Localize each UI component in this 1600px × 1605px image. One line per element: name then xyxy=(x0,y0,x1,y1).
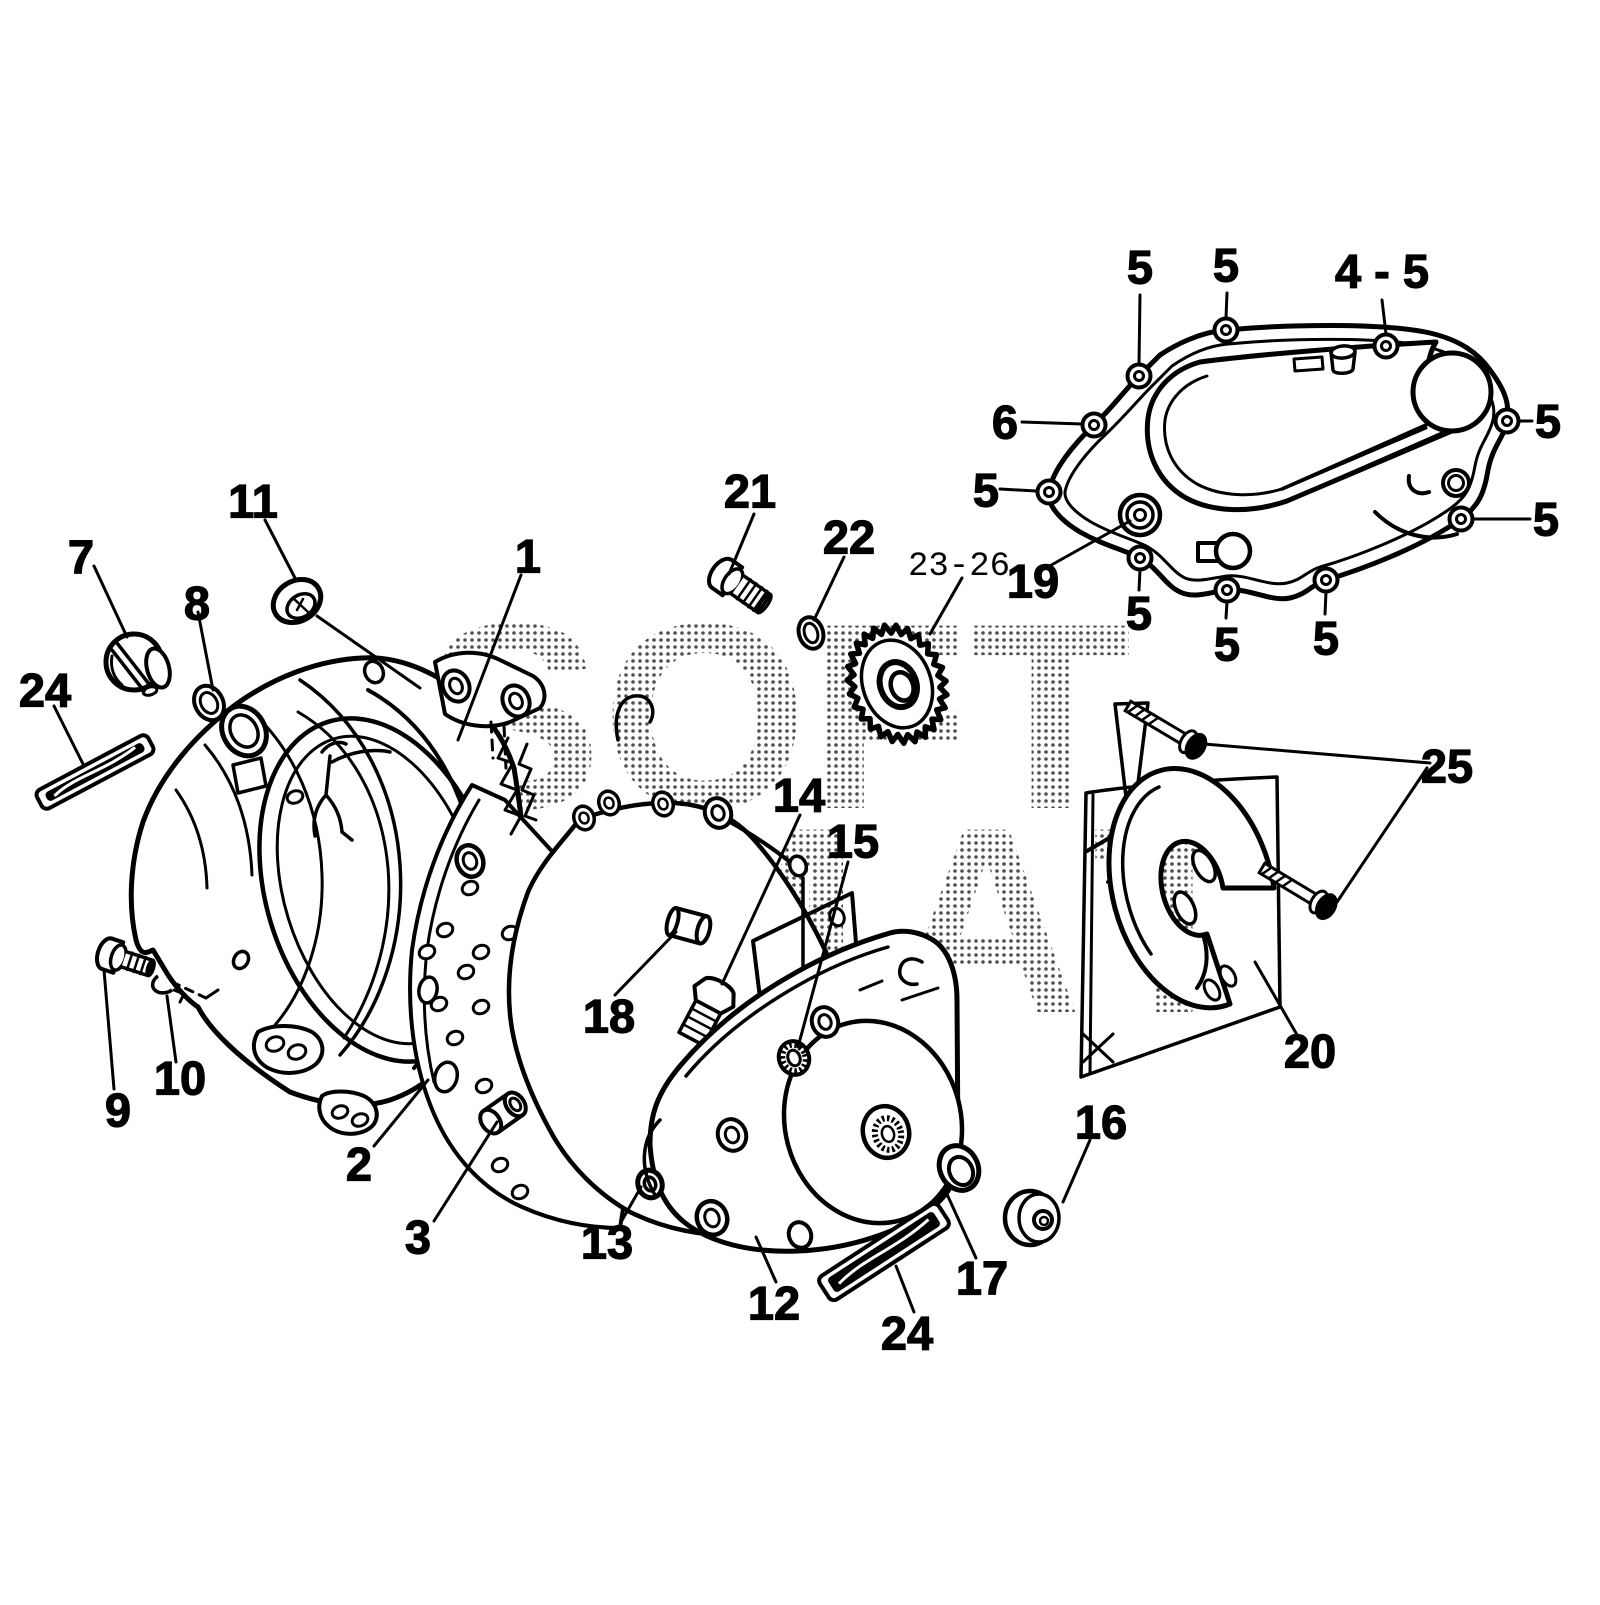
svg-text:16: 16 xyxy=(1075,1096,1127,1149)
svg-text:10: 10 xyxy=(154,1052,206,1105)
svg-text:19: 19 xyxy=(1007,555,1059,608)
svg-text:9: 9 xyxy=(105,1084,131,1137)
svg-text:5: 5 xyxy=(1213,239,1239,292)
svg-text:4 - 5: 4 - 5 xyxy=(1335,245,1429,298)
svg-text:5: 5 xyxy=(1313,612,1339,665)
svg-text:22: 22 xyxy=(823,511,875,564)
svg-text:15: 15 xyxy=(827,815,879,868)
svg-text:13: 13 xyxy=(581,1216,633,1269)
svg-text:21: 21 xyxy=(724,465,776,518)
svg-text:17: 17 xyxy=(956,1252,1008,1305)
svg-text:2: 2 xyxy=(346,1138,372,1191)
svg-text:3: 3 xyxy=(405,1211,431,1264)
svg-text:25: 25 xyxy=(1421,740,1473,793)
svg-text:1: 1 xyxy=(515,530,541,583)
svg-text:5: 5 xyxy=(1127,241,1153,294)
svg-text:5: 5 xyxy=(1535,395,1561,448)
svg-text:18: 18 xyxy=(583,990,635,1043)
svg-text:SOFT: SOFT xyxy=(425,569,1132,865)
svg-text:11: 11 xyxy=(228,475,278,528)
svg-text:12: 12 xyxy=(748,1277,800,1330)
svg-text:24: 24 xyxy=(881,1307,933,1360)
svg-text:6: 6 xyxy=(992,396,1018,449)
svg-text:20: 20 xyxy=(1284,1025,1336,1078)
svg-text:5: 5 xyxy=(973,464,999,517)
svg-text:5: 5 xyxy=(1214,618,1240,671)
svg-text:23-26: 23-26 xyxy=(908,548,1010,586)
svg-text:24: 24 xyxy=(19,664,71,717)
svg-text:5: 5 xyxy=(1126,587,1152,640)
svg-text:5: 5 xyxy=(1533,493,1559,546)
svg-text:14: 14 xyxy=(773,769,825,822)
svg-text:8: 8 xyxy=(184,577,210,630)
svg-text:7: 7 xyxy=(68,531,94,584)
